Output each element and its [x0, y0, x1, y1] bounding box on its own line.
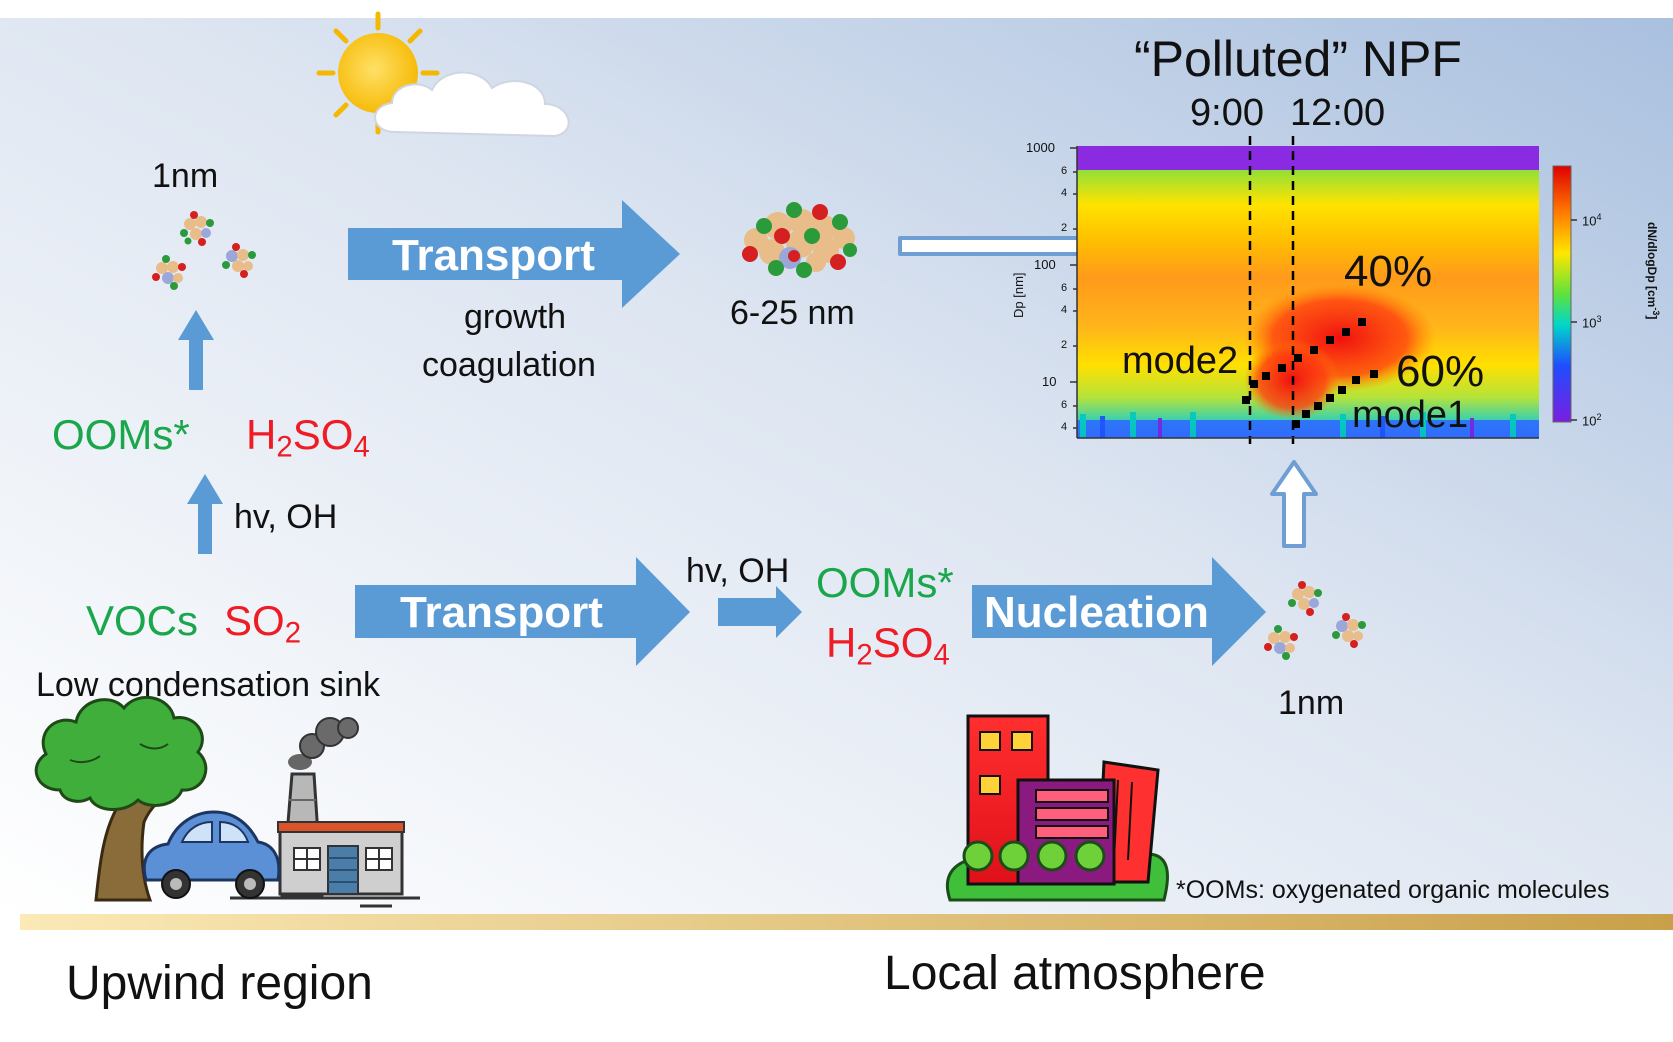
transport-arrow-top [348, 200, 680, 308]
arrow-up-upper [178, 310, 214, 390]
cbar-tick-1e4: 104 [1582, 212, 1602, 229]
nanocluster-1nm-top [152, 211, 256, 290]
h2so4-label-bottom: H2SO4 [826, 619, 950, 672]
city-icon [945, 714, 1169, 902]
region-label-upwind: Upwind region [66, 957, 373, 1010]
colorbar [1552, 165, 1572, 423]
mode1-label: mode1 [1352, 394, 1469, 436]
cbar-tick-1e2: 102 [1582, 412, 1602, 429]
pct-60-label: 60% [1396, 347, 1485, 396]
region-label-local: Local atmosphere [884, 947, 1266, 1000]
cluster-size-label-top: 1nm [152, 157, 219, 195]
growth-label: growth [464, 298, 567, 336]
mode2-markers [1242, 318, 1366, 404]
plot-bottom-noise [1077, 412, 1539, 438]
time-label-9: 9:00 [1190, 92, 1264, 134]
yminor-label: 2 [1061, 339, 1068, 351]
yminor-label: 2 [1061, 222, 1068, 234]
cbar-tick-1e3: 103 [1582, 314, 1602, 331]
hv-oh-label-bottom: hv, OH [686, 552, 790, 590]
so2-label: SO2 [224, 597, 302, 650]
yminor-label: 4 [1061, 304, 1068, 316]
plot-top-band [1077, 146, 1539, 170]
ytick-1000: 1000 [1026, 140, 1055, 155]
nucleation-label: Nucleation [984, 588, 1209, 637]
yminor-label: 6 [1061, 282, 1068, 294]
footnote: *OOMs: oxygenated organic molecules [1176, 876, 1610, 904]
transport-label-top: Transport [392, 231, 595, 280]
nanocluster-1nm-bottom [1264, 581, 1366, 660]
plot-ylabel: Dp [nm] [1011, 272, 1026, 318]
ooms-label-bottom: OOMs* [816, 559, 954, 606]
cluster-size-label-bottom: 1nm [1278, 684, 1345, 722]
nanocluster-6-25nm [742, 202, 857, 278]
pct-40-label: 40% [1344, 247, 1433, 296]
colorbar-label: dN/dlogDp [cm-3] [1645, 222, 1661, 320]
transport-arrow-bottom [355, 557, 690, 666]
ooms-label-left: OOMs* [52, 411, 190, 458]
yminor-label: 4 [1061, 187, 1068, 199]
factory-icon [230, 717, 420, 908]
arrow-up-lower [187, 474, 223, 554]
transport-label-bottom: Transport [400, 588, 603, 637]
plot-title: “Polluted” NPF [1134, 31, 1462, 87]
tree-icon [34, 696, 208, 902]
nucleation-arrow [972, 557, 1266, 666]
ground-bar [20, 914, 1673, 930]
yminor-label: 6 [1061, 399, 1068, 411]
plot-yticks [1070, 147, 1077, 429]
cloud-icon [374, 71, 570, 138]
hv-oh-label-left: hv, OH [234, 498, 338, 536]
ytick-10: 10 [1042, 374, 1057, 389]
coagulation-label: coagulation [422, 346, 596, 384]
time-label-12: 12:00 [1290, 92, 1386, 134]
vocs-label: VOCs [86, 597, 199, 644]
low-sink-label: Low condensation sink [36, 666, 381, 704]
yminor-label: 4 [1061, 421, 1068, 433]
npf-plot [1070, 136, 1577, 444]
hollow-arrow-up [1270, 460, 1318, 548]
small-arrow [718, 586, 802, 638]
ytick-100: 100 [1034, 257, 1056, 272]
size-label-6-25: 6-25 nm [730, 294, 855, 332]
mode1-markers [1292, 370, 1378, 428]
h2so4-label-left: H2SO4 [246, 411, 370, 464]
yminor-label: 6 [1061, 165, 1068, 177]
car-icon [142, 810, 281, 899]
mode2-label: mode2 [1122, 340, 1239, 382]
